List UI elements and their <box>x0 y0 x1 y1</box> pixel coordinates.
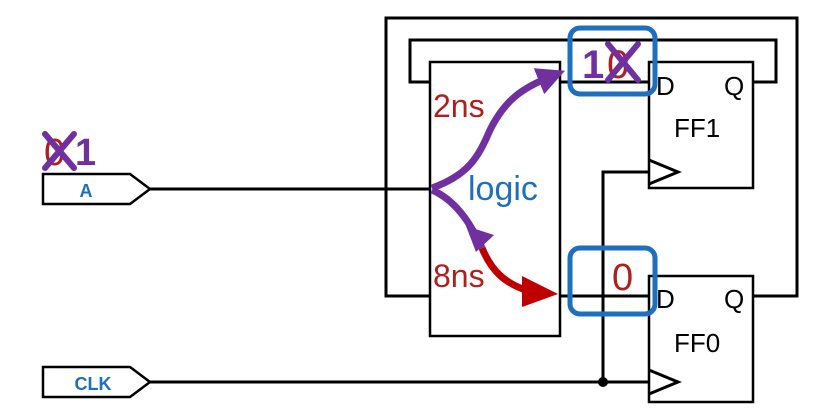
ff1-clock-triangle <box>648 158 682 186</box>
slow-path-arrow-end <box>478 246 530 295</box>
logic-label: logic <box>468 170 538 208</box>
ff1-q-label: Q <box>724 71 744 101</box>
delay-paths <box>430 68 565 307</box>
ff1-input-highlight: 1 0 <box>567 25 658 97</box>
ff0-input-highlight-box <box>567 245 658 317</box>
ff1-feedback-wire <box>408 38 778 84</box>
ff0-feedback-wire <box>384 16 799 298</box>
fast-path-arrow <box>430 68 565 192</box>
port-clk-shape <box>41 365 153 399</box>
feedback-wires <box>384 16 799 298</box>
ff1-input-old-cross-icon <box>605 41 641 83</box>
ff0-input-highlight: 0 <box>567 245 658 317</box>
input-port-a: A <box>41 172 430 206</box>
slow-path-mid-arrowhead <box>466 226 494 252</box>
ff1-name-label: FF1 <box>674 113 720 143</box>
slow-path-arrowhead <box>522 276 558 307</box>
ff0-d-label: D <box>656 284 675 314</box>
a-old-value-cross-icon <box>42 131 77 171</box>
ff0-q-label: Q <box>724 284 744 314</box>
slow-delay-label: 8ns <box>433 258 485 294</box>
ff0-name-label: FF0 <box>674 328 720 358</box>
input-port-clk: CLK <box>41 365 153 399</box>
ff0-clock-triangle <box>648 368 682 396</box>
ff1-d-label: D <box>656 71 675 101</box>
ff1-input-highlight-box <box>567 25 658 97</box>
fast-delay-label: 2ns <box>433 88 485 124</box>
a-new-value: 1 <box>75 132 96 174</box>
clock-wires <box>150 170 649 387</box>
ff0-input-value: 0 <box>612 257 633 299</box>
port-a-label: A <box>80 181 93 201</box>
ff1-input-new-value: 1 <box>582 43 604 87</box>
ff0: D Q FF0 <box>647 274 755 404</box>
port-clk-label: CLK <box>75 374 112 394</box>
port-a-shape <box>41 172 153 206</box>
a-value-annotation: 0 1 <box>42 131 96 174</box>
ff0-box <box>647 274 755 404</box>
clk-junction-dot <box>598 377 608 387</box>
ff1: D Q FF1 <box>647 60 755 190</box>
